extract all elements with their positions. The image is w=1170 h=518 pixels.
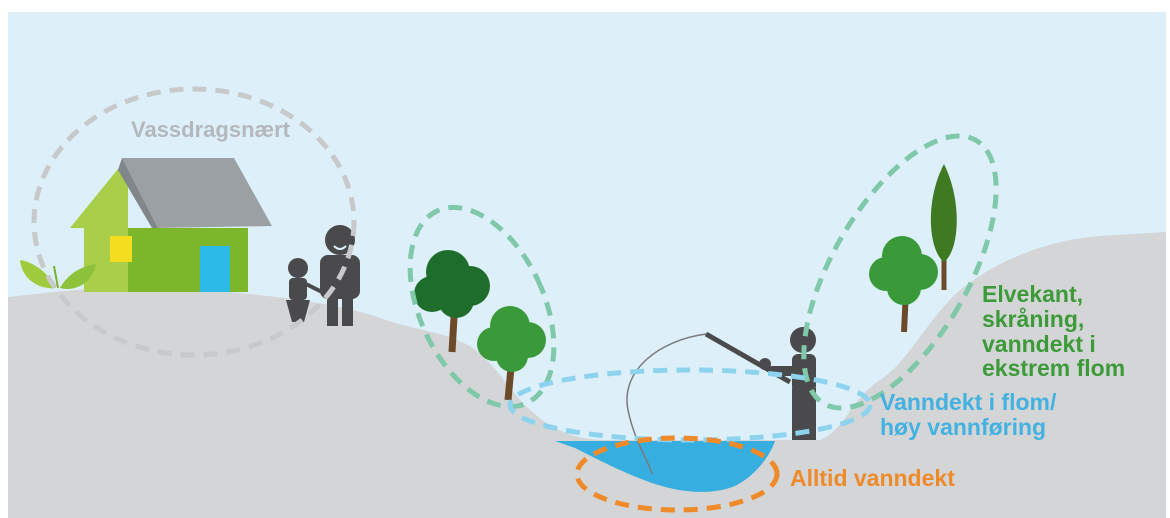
child-icon — [286, 258, 323, 322]
river-water — [555, 441, 775, 492]
label-elvekant: Elvekant, skråning, vanndekt i ekstrem f… — [982, 281, 1126, 382]
leaf-plant-icon — [20, 260, 96, 289]
cypress-icon — [930, 164, 957, 290]
house-icon — [70, 158, 272, 292]
zone-ring-elvekant-left — [407, 204, 557, 410]
tree-icon — [869, 236, 938, 333]
label-alltid-vanndekt: Alltid vanndekt — [790, 465, 955, 491]
tree-icon — [477, 306, 546, 401]
tree-icon — [414, 250, 490, 353]
zone-ring-vassdragsnaert — [31, 86, 357, 358]
label-vassdragsnaert: Vassdragsnært — [131, 117, 290, 142]
zone-ring-elvekant-right — [801, 133, 999, 411]
zone-ring-alltid — [574, 435, 780, 513]
label-flom: Vanndekt i flom/ høy vannføring — [880, 389, 1057, 440]
